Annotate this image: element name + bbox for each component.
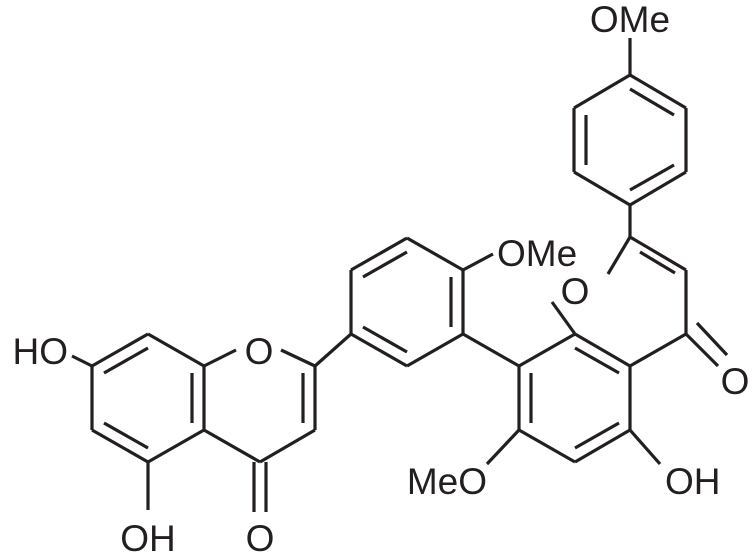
label-o-carbonyl-left: O: [246, 518, 275, 557]
bond: [103, 346, 149, 375]
bond: [518, 332, 576, 368]
bond: [147, 332, 205, 368]
bond: [362, 250, 408, 279]
bond: [203, 348, 237, 368]
label-o-ring-right: O: [561, 271, 590, 312]
label-ho-left: HO: [13, 331, 69, 372]
bond: [350, 332, 408, 368]
bond: [639, 250, 676, 275]
bond: [606, 236, 632, 275]
bond: [406, 236, 464, 272]
bond: [684, 332, 720, 368]
bond: [629, 73, 687, 110]
bond: [147, 428, 205, 464]
bond: [629, 235, 687, 272]
bond: [573, 170, 631, 207]
bond: [406, 332, 464, 368]
bond: [462, 332, 520, 368]
label-ome-mid: OMe: [497, 233, 577, 274]
bond: [518, 428, 576, 464]
bond: [628, 428, 662, 466]
bond: [573, 73, 631, 110]
bond: [629, 163, 675, 192]
bond: [485, 428, 521, 466]
bond: [350, 236, 408, 272]
bond: [629, 87, 675, 117]
label-o-carbonyl-right: O: [721, 361, 750, 402]
bond: [629, 170, 687, 207]
bond: [550, 301, 577, 335]
bond: [280, 348, 316, 368]
label-oh-bottom: OH: [120, 518, 176, 557]
label-ome-top: OMe: [590, 0, 670, 40]
bond: [203, 428, 261, 464]
bond: [259, 428, 316, 464]
bonds: [71, 38, 729, 512]
bond: [91, 428, 149, 464]
bond: [71, 354, 93, 368]
bond: [91, 332, 149, 368]
label-meo: MeO: [407, 461, 487, 502]
bond: [313, 332, 353, 368]
bond: [574, 421, 620, 450]
bond: [695, 321, 729, 357]
label-oh-right: OH: [665, 461, 721, 502]
bond: [574, 428, 631, 464]
atom-labels: OMe OMe O O OH MeO HO O OH O: [13, 0, 750, 557]
bond: [629, 332, 687, 368]
bond: [462, 252, 494, 272]
bond: [362, 325, 408, 354]
bond: [103, 421, 149, 450]
label-o-ring-left: O: [245, 331, 274, 372]
bond: [574, 332, 631, 368]
bond: [574, 346, 620, 375]
